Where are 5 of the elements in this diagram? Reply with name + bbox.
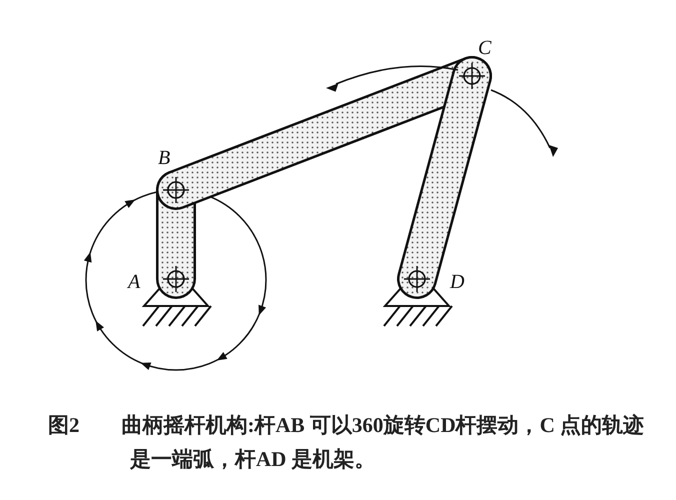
point-label: D <box>450 272 464 292</box>
figure-caption: 图2 曲柄摇杆机构:杆AB 可以360旋转CD杆摆动，C 点的轨迹是一端弧，杆AD 是机架。 <box>48 412 646 473</box>
point-label: B <box>158 148 170 168</box>
point-label: A <box>128 272 140 292</box>
point-label: C <box>478 38 492 58</box>
